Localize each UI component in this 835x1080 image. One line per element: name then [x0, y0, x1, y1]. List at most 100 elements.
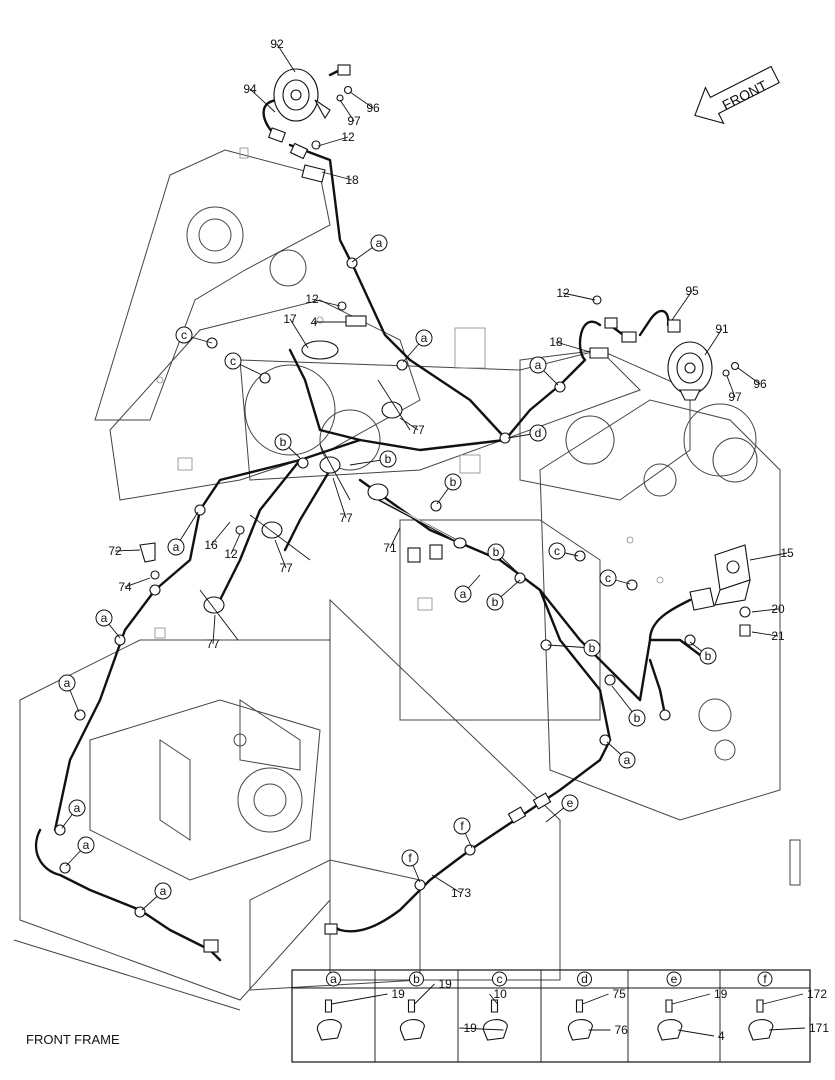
front-frame-structure	[13, 147, 801, 1011]
clip-letter-label: c	[605, 571, 611, 585]
grommet-17-icon	[301, 340, 339, 360]
clip-letter-label: b	[705, 649, 712, 663]
part-number-callouts: 9294969712181241795121891969777777777711…	[108, 37, 794, 900]
clip-letter-callout: a	[77, 836, 95, 854]
callout-leader	[321, 171, 353, 181]
connector-icon	[604, 317, 618, 329]
callout-leader	[317, 136, 349, 147]
clip-letter-label: e	[567, 796, 574, 810]
callout-leader	[339, 99, 355, 122]
callout-circle-icon	[379, 450, 397, 468]
clip-letter-callout: e	[561, 794, 579, 812]
callout-leader	[212, 614, 216, 645]
wiring-harness-lines	[34, 68, 702, 962]
washer-20-icon	[739, 606, 751, 618]
callout-leader	[671, 993, 711, 1005]
part-number-label: 77	[339, 511, 353, 525]
clamp-icon	[74, 709, 86, 721]
cable-tie-77-icon	[377, 379, 411, 431]
part-number-label: 97	[728, 390, 742, 404]
bolt-icon	[407, 999, 416, 1013]
connector-icon	[429, 544, 443, 560]
cable-tie-77-icon	[199, 589, 239, 641]
callout-circle-icon	[454, 585, 472, 603]
callout-leader	[555, 341, 591, 353]
part-number-label: 12	[305, 292, 319, 306]
part-number-label: 16	[204, 538, 218, 552]
callout-leader	[749, 552, 788, 561]
clamp-icon	[430, 500, 442, 512]
part-number-label: 71	[383, 541, 397, 555]
legend-letter: f	[763, 972, 767, 986]
callout-circle-icon	[548, 542, 566, 560]
clip-letter-callout: a	[167, 538, 185, 556]
clip-letter-callout: b	[486, 593, 504, 611]
part-number-label: 20	[771, 602, 785, 616]
clip-letter-callout: a	[454, 585, 472, 603]
cable-tie-77-icon	[249, 514, 311, 561]
callout-circle-icon	[274, 433, 292, 451]
bolt-icon	[665, 999, 673, 1013]
pivot-rod-end-icon	[453, 537, 467, 549]
bolt-21-icon	[739, 624, 751, 637]
clip-letter-callout: c	[224, 352, 242, 370]
callout-circle-icon	[666, 971, 682, 987]
clip-letter-label: a	[101, 611, 108, 625]
callout-leader	[249, 88, 276, 113]
clip-letter-label: c	[181, 328, 187, 342]
callout-circle-icon	[487, 543, 505, 561]
callout-circle-icon	[409, 971, 424, 987]
clip-letter-callout: f	[453, 817, 471, 835]
clip-letter-label: b	[493, 545, 500, 559]
callout-leader	[399, 417, 419, 431]
clamp-icon	[59, 862, 71, 874]
callout-circle-icon	[529, 356, 547, 374]
front-direction-arrow: FRONT	[694, 65, 780, 125]
callout-circle-icon	[757, 971, 773, 987]
clip-letter-callout: b	[379, 450, 397, 468]
clip-icon	[748, 1019, 774, 1041]
clip-letter-callout: b	[274, 433, 292, 451]
clip-letter-label: a	[173, 540, 180, 554]
clip-letter-label: a	[376, 236, 383, 250]
part-number-label: 94	[243, 82, 257, 96]
clamp-icon	[297, 457, 309, 469]
connector-icon	[345, 315, 367, 327]
callout-circle-icon	[561, 794, 579, 812]
clip-icon	[316, 1019, 343, 1041]
clip-icon	[567, 1019, 594, 1041]
callout-circle-icon	[167, 538, 185, 556]
callout-leader	[114, 549, 141, 552]
connector-icon	[667, 319, 681, 333]
clip-letter-callout: d	[529, 424, 547, 442]
clamp-icon	[684, 634, 696, 646]
part-number-label: 97	[347, 114, 361, 128]
clip-letter-label: a	[64, 676, 71, 690]
clamp-icon	[464, 844, 476, 856]
legend-letter: b	[413, 972, 420, 986]
callout-circle-icon	[599, 569, 617, 587]
callout-leader	[289, 318, 309, 349]
clip-letter-callout: b	[699, 647, 717, 665]
callout-circle-icon	[77, 836, 95, 854]
clip-letter-callout: b	[487, 543, 505, 561]
callout-leader	[276, 43, 296, 73]
connector-icon	[289, 142, 309, 160]
bolt-12-icon	[235, 525, 245, 535]
clip-letter-callout: b	[583, 639, 601, 657]
callout-circle-icon	[68, 799, 86, 817]
bolt-96-icon	[730, 361, 740, 371]
part-number-label: 12	[341, 130, 355, 144]
clamp-icon	[194, 504, 206, 516]
legend-part-number: 75	[613, 987, 627, 1001]
part-number-label: 15	[780, 546, 794, 560]
callout-circle-icon	[628, 709, 646, 727]
legend-letter: e	[671, 972, 678, 986]
clip-letter-label: b	[634, 711, 641, 725]
clip-letter-callout: a	[58, 674, 76, 692]
callout-leader	[414, 983, 435, 1005]
callout-circle-icon	[529, 424, 547, 442]
callout-circle-icon	[95, 609, 113, 627]
